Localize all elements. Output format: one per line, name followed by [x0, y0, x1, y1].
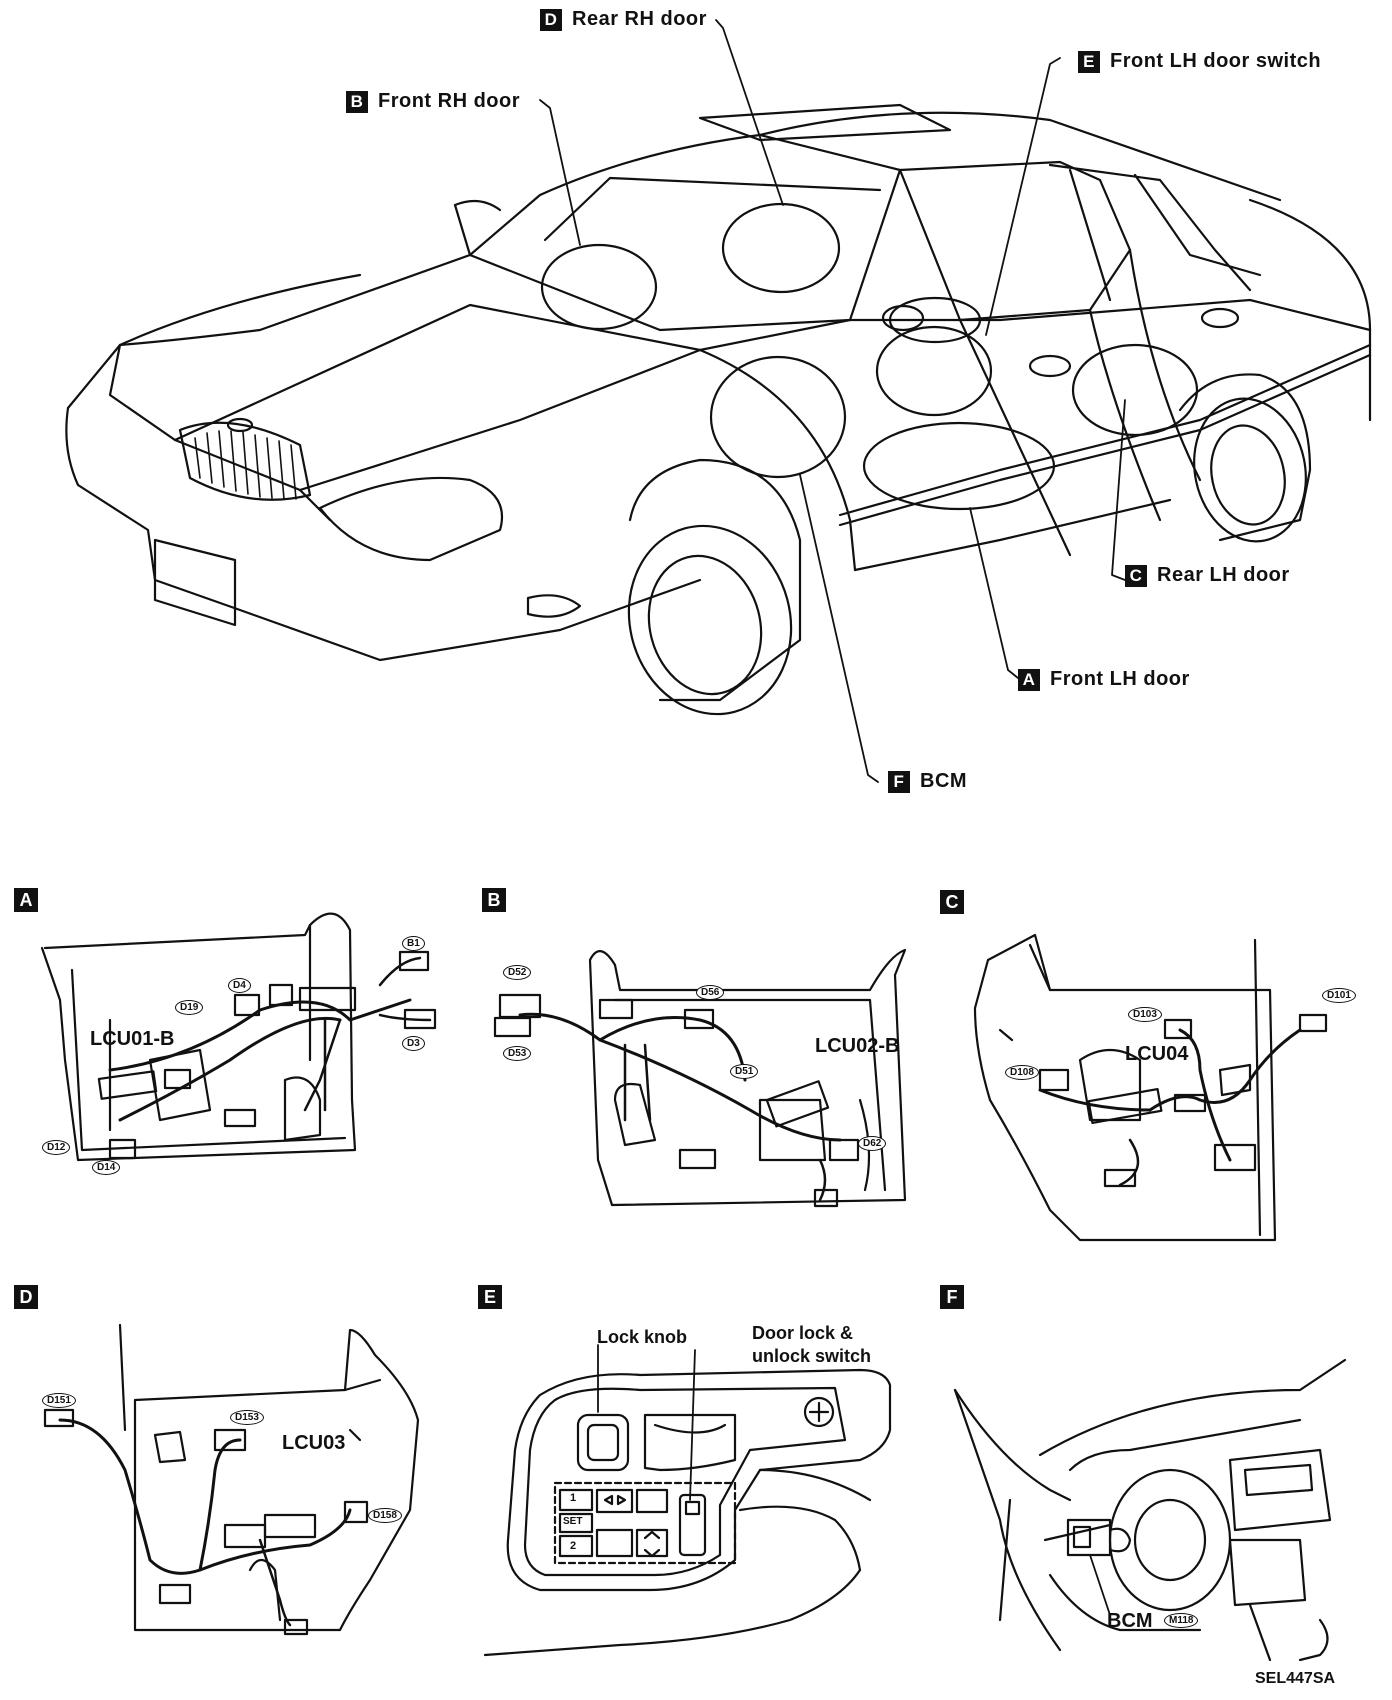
- label-text: Front RH door: [378, 90, 521, 112]
- connector-d53: D53: [503, 1046, 532, 1061]
- label-text: BCM: [920, 770, 968, 792]
- panel-badge-e: E: [478, 1285, 502, 1309]
- leader-lines: [539, 19, 1126, 783]
- panel-f-dash: [953, 1358, 1347, 1662]
- switch-key-2: 2: [570, 1540, 577, 1552]
- switch-label-line2: unlock switch: [752, 1346, 872, 1366]
- label-text: Front LH door switch: [1110, 50, 1322, 72]
- unit-label-lcu02b: LCU02-B: [815, 1035, 900, 1057]
- connector-d3: D3: [402, 1036, 425, 1051]
- figure-code: SEL447SA: [1255, 1670, 1336, 1687]
- switch-key-set: SET: [563, 1516, 583, 1527]
- label-key-a: A: [1018, 668, 1040, 691]
- label-text: Rear RH door: [572, 8, 707, 30]
- panel-badge-a: A: [14, 888, 38, 912]
- connector-d62: D62: [858, 1136, 887, 1151]
- connector-d14: D14: [92, 1160, 121, 1175]
- connector-d19: D19: [175, 1000, 204, 1015]
- label-rear-lh-door: C Rear LH door: [1125, 564, 1290, 587]
- connector-d151: D151: [42, 1393, 76, 1408]
- connector-d103: D103: [1128, 1007, 1162, 1022]
- panel-a-door: [40, 912, 437, 1162]
- car-outline: [65, 103, 1372, 716]
- panel-badge-c: C: [940, 890, 964, 914]
- connector-d101: D101: [1322, 988, 1356, 1003]
- label-text: Front LH door: [1050, 668, 1190, 690]
- switch-key-1: 1: [570, 1492, 577, 1504]
- unit-label-lcu01b: LCU01-B: [90, 1028, 175, 1050]
- connector-d51: D51: [730, 1064, 759, 1079]
- panel-badge-d: D: [14, 1285, 38, 1309]
- connector-m118: M118: [1164, 1613, 1199, 1628]
- connector-d153: D153: [230, 1410, 264, 1425]
- connector-d56: D56: [696, 985, 725, 1000]
- label-key-e: E: [1078, 50, 1100, 73]
- panel-e-switch-trim: [483, 1344, 892, 1657]
- label-bcm: F BCM: [888, 770, 967, 793]
- unit-label-bcm: BCM: [1107, 1610, 1153, 1632]
- label-key-f: F: [888, 770, 910, 793]
- connector-d108: D108: [1005, 1065, 1039, 1080]
- panel-badge-b: B: [482, 888, 506, 912]
- connector-d158: D158: [368, 1508, 402, 1523]
- label-front-lh-door-switch: E Front LH door switch: [1078, 50, 1321, 73]
- connector-d12: D12: [42, 1140, 71, 1155]
- label-front-rh-door: B Front RH door: [346, 90, 520, 113]
- connector-d52: D52: [503, 965, 532, 980]
- label-key-b: B: [346, 90, 368, 113]
- panel-d-door: [43, 1323, 420, 1636]
- label-key-d: D: [540, 8, 562, 31]
- callout-circles: [540, 202, 1199, 511]
- panel-b-door: [493, 948, 907, 1208]
- connector-b1: B1: [402, 936, 425, 951]
- lock-knob-label: Lock knob: [597, 1327, 688, 1347]
- label-key-c: C: [1125, 564, 1147, 587]
- unit-label-lcu03: LCU03: [282, 1432, 346, 1454]
- label-rear-rh-door: D Rear RH door: [540, 8, 707, 31]
- switch-label-line1: Door lock &: [752, 1323, 854, 1343]
- unit-label-lcu04: LCU04: [1125, 1043, 1189, 1065]
- label-text: Rear LH door: [1157, 564, 1290, 586]
- panel-badge-f: F: [940, 1285, 964, 1309]
- label-front-lh-door: A Front LH door: [1018, 668, 1190, 691]
- connector-d4: D4: [228, 978, 251, 993]
- panel-c-door: [973, 933, 1328, 1242]
